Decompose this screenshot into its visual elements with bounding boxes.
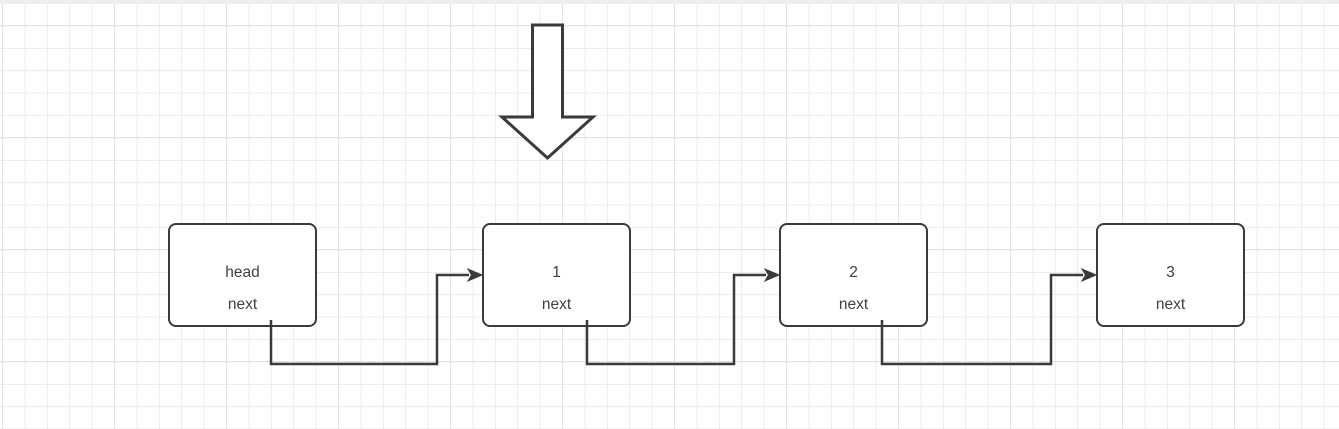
node-pointer-label: next [227, 296, 258, 313]
connector-head-to-1[interactable] [269, 267, 484, 366]
list-node-1[interactable]: 1 next [482, 223, 631, 327]
node-pointer-label: next [838, 296, 869, 313]
node-value-label: head [225, 264, 260, 281]
down-arrow-icon[interactable] [498, 23, 597, 161]
node-pointer-label: next [1155, 296, 1186, 313]
list-node-head[interactable]: head next [168, 223, 317, 327]
node-value-label: 2 [849, 264, 858, 281]
list-node-2[interactable]: 2 next [779, 223, 928, 327]
canvas-top-edge [0, 0, 1339, 4]
connector-2-to-3[interactable] [880, 267, 1098, 366]
list-node-3[interactable]: 3 next [1096, 223, 1245, 327]
node-value-label: 1 [552, 264, 561, 281]
connector-1-to-2[interactable] [585, 267, 781, 366]
node-pointer-label: next [541, 296, 572, 313]
node-value-label: 3 [1166, 264, 1175, 281]
